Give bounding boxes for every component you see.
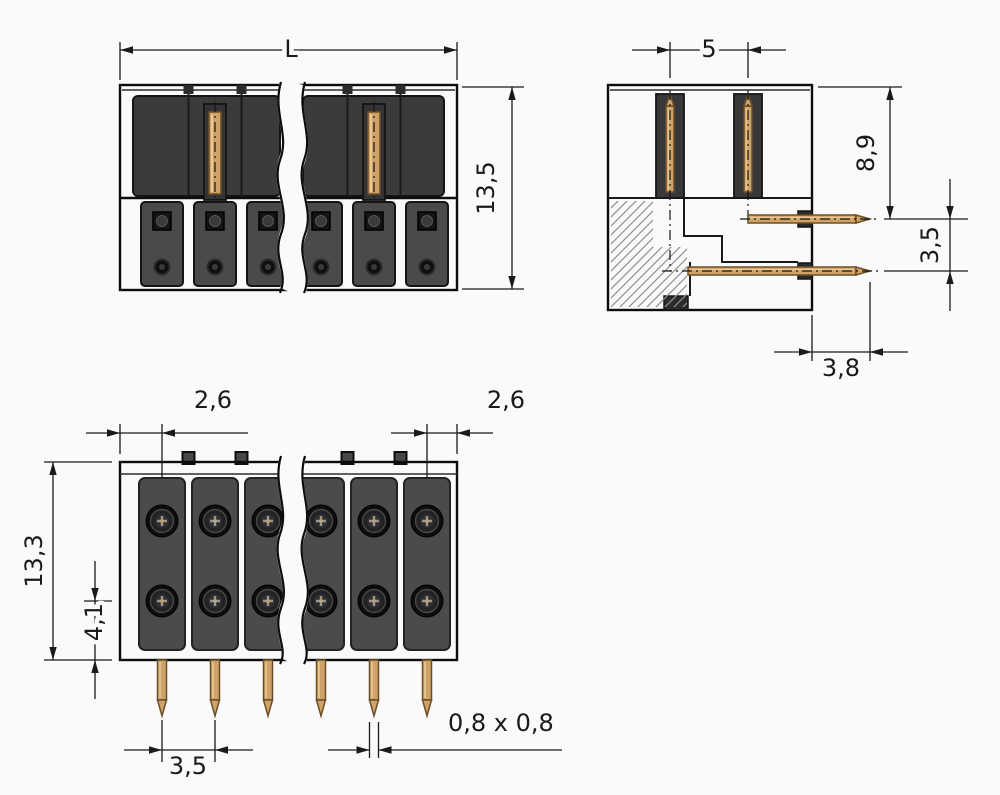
side-view: 5 8,9 3,5 3,8 xyxy=(606,31,968,382)
dimension-row-offset: 4,1 xyxy=(76,561,113,699)
dimension-label-pin-cross-section: 0,8 x 0,8 xyxy=(448,709,554,737)
dimension-label-row-spacing: 3,5 xyxy=(916,226,944,264)
dimension-bottom-height: 13,3 xyxy=(20,461,112,661)
dimension-pin-length: 3,8 xyxy=(774,282,908,382)
dimension-label-length: L xyxy=(284,35,298,63)
dimension-pin-height: 8,9 xyxy=(818,86,968,220)
front-blade-pin-right xyxy=(362,102,386,201)
front-view: L 13,5 xyxy=(118,31,524,293)
bottom-break-lines xyxy=(276,456,309,664)
front-break-lines xyxy=(276,82,309,293)
dimension-front-height: 13,5 xyxy=(462,86,524,290)
dimension-edge-margin-right: 2,6 xyxy=(391,386,525,478)
dimension-bottom-pin-pitch: 3,5 xyxy=(124,720,253,780)
dimension-label-row-offset: 4,1 xyxy=(80,603,108,641)
dimension-label-front-height: 13,5 xyxy=(472,161,500,214)
dimension-pin-cross-section: 0,8 x 0,8 xyxy=(328,709,562,758)
dimension-label-bottom-height: 13,3 xyxy=(20,534,48,587)
dimension-length-L: L xyxy=(119,31,458,80)
dimension-label-pin-height: 8,9 xyxy=(852,134,880,172)
dimension-row-spacing: 3,5 xyxy=(884,179,968,311)
dimension-label-edge-right: 2,6 xyxy=(487,386,525,414)
dimension-label-pitch: 5 xyxy=(701,35,716,63)
bottom-view: 2,6 2,6 13,3 4,1 xyxy=(20,386,562,780)
dimension-label-pin-length: 3,8 xyxy=(822,354,860,382)
front-blade-pin-left xyxy=(203,102,227,201)
dimension-label-edge-left: 2,6 xyxy=(194,386,232,414)
dimension-label-bottom-pitch: 3,5 xyxy=(169,752,207,780)
front-compartment-dividers xyxy=(183,85,406,197)
bottom-housing-tabs xyxy=(181,451,408,465)
section-hatching xyxy=(611,201,653,307)
dimension-edge-margin-left: 2,6 xyxy=(86,386,248,478)
